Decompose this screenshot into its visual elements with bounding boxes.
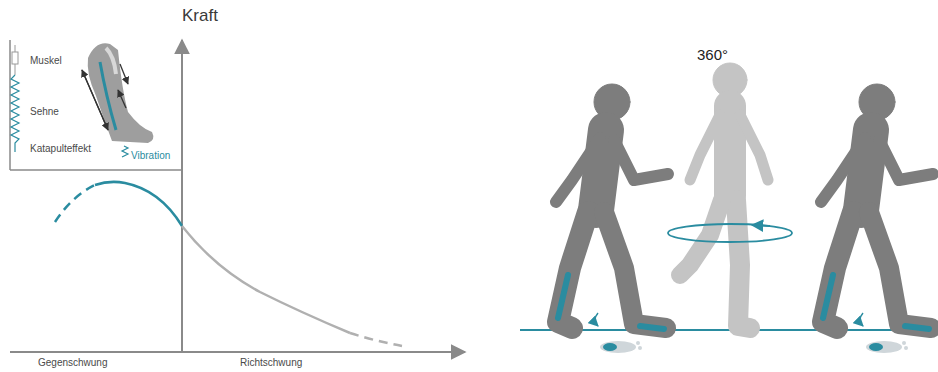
part-label: Muskel xyxy=(30,55,62,67)
rotation-label: 360° xyxy=(697,46,728,63)
part-label: Vibration xyxy=(131,150,170,162)
part-label: Katapulteffekt xyxy=(30,143,91,155)
axis-label: Richtschwung xyxy=(240,357,302,369)
part-label: Sehne xyxy=(30,106,59,118)
axis-label: Gegenschwung xyxy=(38,357,108,369)
axis-title: Kraft xyxy=(182,6,218,26)
